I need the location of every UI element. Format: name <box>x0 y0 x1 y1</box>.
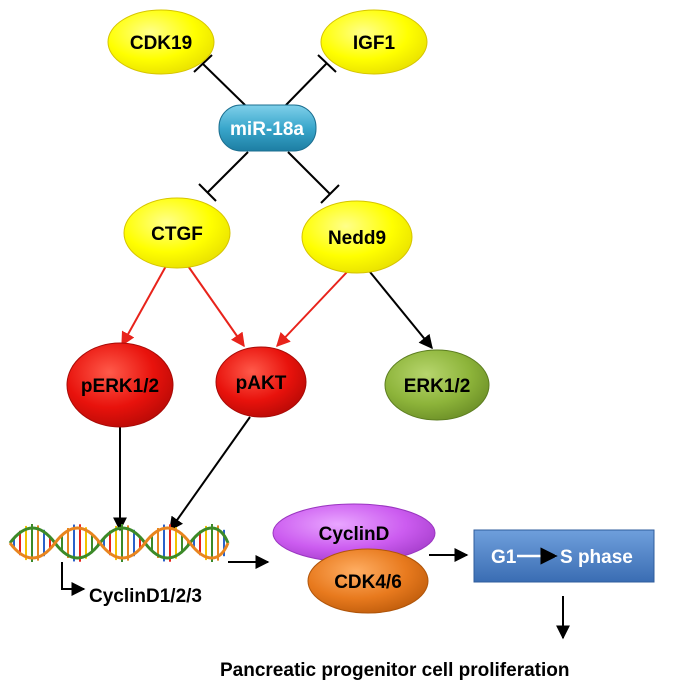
edge-mir18a-cdk19 <box>202 63 246 106</box>
node-perk12: pERK1/2 <box>66 342 174 428</box>
node-pakt: pAKT <box>215 346 307 418</box>
igf1-label: IGF1 <box>353 33 396 54</box>
node-cdk19: CDK19 <box>107 9 215 75</box>
node-igf1: IGF1 <box>320 9 428 75</box>
node-cyclind: CyclinD <box>272 503 436 563</box>
outcome-label: Pancreatic progenitor cell proliferation <box>220 660 569 681</box>
g1-s-phase-box: G1 S phase <box>473 529 655 583</box>
edge-nedd9-pakt <box>276 271 348 348</box>
pakt-label: pAKT <box>236 373 287 394</box>
erk12-label: ERK1/2 <box>404 376 471 397</box>
perk12-label: pERK1/2 <box>81 376 159 397</box>
ctgf-label: CTGF <box>151 224 203 245</box>
dna-helix-icon <box>8 524 230 562</box>
inhibit-bar-ctgf <box>198 183 217 202</box>
g1-label: G1 <box>491 547 517 568</box>
node-cdk46: CDK4/6 <box>307 548 429 614</box>
edge-nedd9-erk <box>369 271 433 350</box>
inhibit-bar-cdk19 <box>193 54 213 73</box>
node-erk12: ERK1/2 <box>384 349 490 421</box>
cyclind123-label: CyclinD1/2/3 <box>89 586 202 607</box>
edge-mir18a-igf1 <box>285 62 328 106</box>
node-mir18a: miR-18a <box>218 104 317 152</box>
edge-ctgf-pakt <box>187 265 245 348</box>
inhibit-bar-igf1 <box>317 54 337 73</box>
mir18a-label: miR-18a <box>230 119 304 140</box>
node-ctgf: CTGF <box>123 197 231 269</box>
edge-transcription-start <box>61 562 86 596</box>
cdk46-label: CDK4/6 <box>334 572 402 593</box>
cyclind-label: CyclinD <box>319 524 390 545</box>
edge-mir18a-ctgf <box>207 151 249 193</box>
inhibit-bar-nedd9 <box>320 184 340 204</box>
edge-mir18a-nedd9 <box>287 151 331 195</box>
s-phase-label: S phase <box>560 547 633 568</box>
node-nedd9: Nedd9 <box>301 200 413 274</box>
edge-ctgf-perk <box>121 265 167 347</box>
edge-pakt-dna <box>169 416 251 532</box>
nedd9-label: Nedd9 <box>328 228 386 249</box>
cdk19-label: CDK19 <box>130 33 192 54</box>
